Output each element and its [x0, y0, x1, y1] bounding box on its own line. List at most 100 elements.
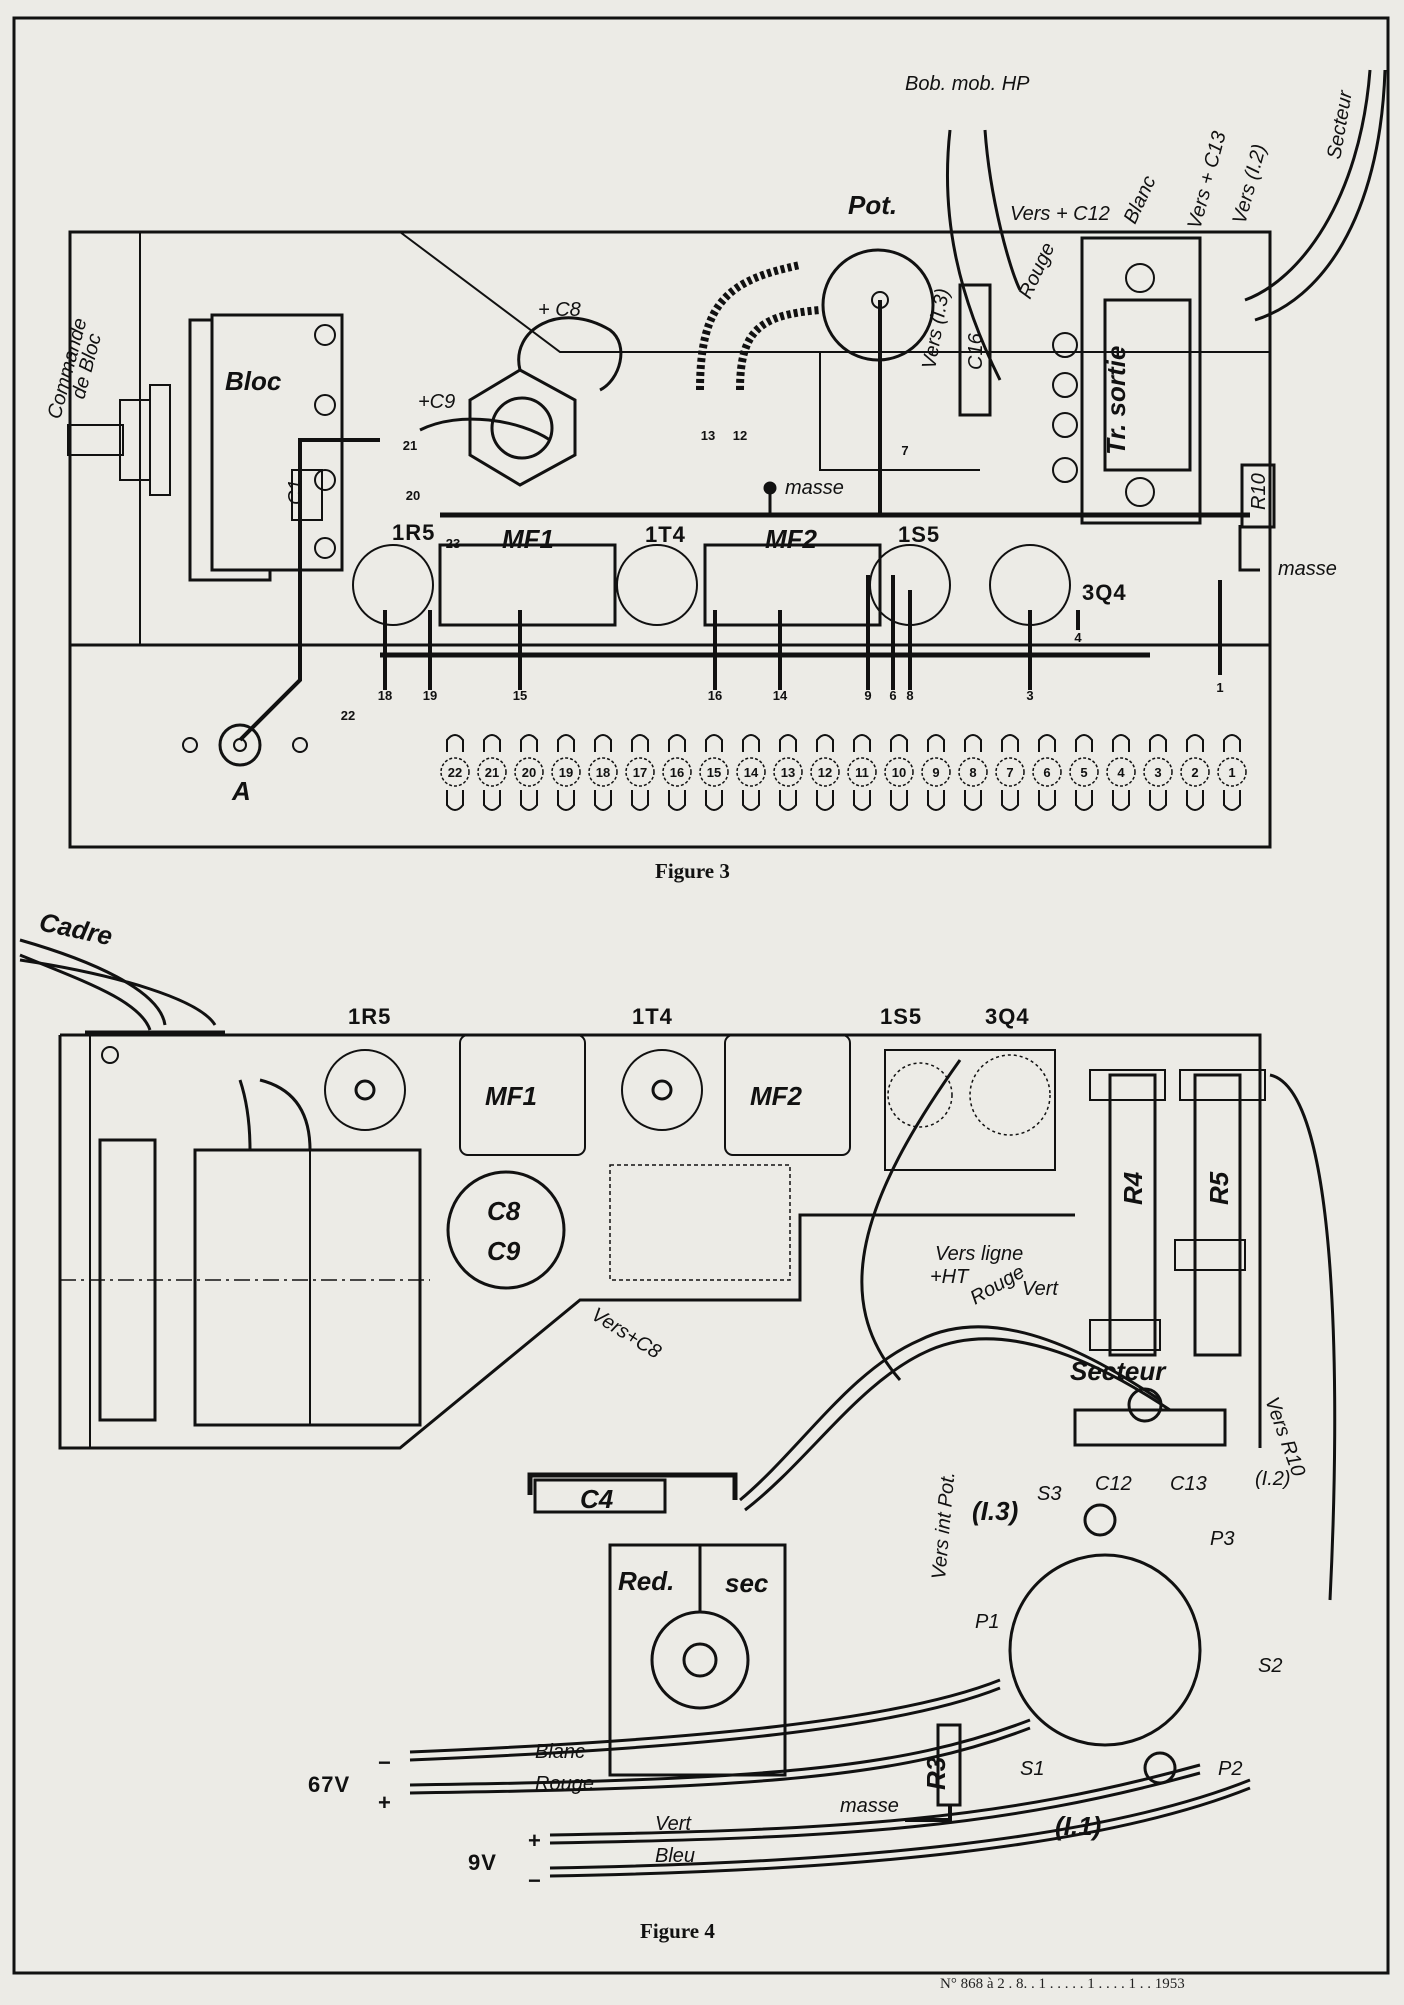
label-tube-3q4-fig4: 3Q4	[985, 1004, 1030, 1029]
pin-label: 16	[708, 688, 722, 703]
label-s3: S3	[1037, 1483, 1061, 1505]
label-vers-c12: Vers + C12	[1010, 203, 1110, 225]
terminal-number: 8	[969, 765, 976, 780]
label-pot: Pot.	[848, 190, 897, 220]
label-vers-i3: Vers (I.3)	[918, 287, 954, 371]
label-9v-minus: −	[528, 1868, 542, 1893]
label-tube-1s5-fig4: 1S5	[880, 1004, 922, 1029]
figure-3	[67, 69, 1387, 849]
terminal-number: 21	[485, 765, 499, 780]
terminal-lug: 22	[440, 734, 470, 811]
pin-label: 9	[864, 688, 871, 703]
mf1-box	[459, 1034, 586, 1156]
label-mf2-fig4: MF2	[750, 1081, 803, 1111]
page-footer: N° 868 à 2 . 8. . 1 . . . . . 1 . . . . …	[940, 1976, 1185, 1992]
terminal-lug: 12	[810, 734, 840, 811]
terminal-lug: 4	[1106, 734, 1136, 811]
label-r5: R5	[1204, 1171, 1234, 1205]
secteur-switch	[1073, 1408, 1227, 1447]
label-vers-c13: Vers + C13	[1184, 129, 1231, 231]
label-s2: S2	[1258, 1655, 1282, 1677]
label-p1: P1	[975, 1611, 999, 1633]
label-67v-plus: +	[378, 1790, 392, 1815]
label-i3: (I.3)	[972, 1496, 1018, 1526]
terminal-lug: 9	[921, 734, 951, 811]
terminal-number: 13	[781, 765, 795, 780]
label-c12: C12	[1095, 1473, 1132, 1495]
pin-label: 4	[1074, 630, 1082, 645]
pin-label: 23	[446, 536, 460, 551]
terminal-number: 7	[1006, 765, 1013, 780]
label-rouge: Rouge	[1015, 239, 1060, 302]
label-i2: (I.2)	[1255, 1468, 1291, 1490]
label-s1: S1	[1020, 1758, 1044, 1780]
terminal-number: 11	[855, 765, 869, 780]
label-tube-1t4-fig4: 1T4	[632, 1004, 673, 1029]
terminal-lug: 5	[1069, 734, 1099, 811]
terminal-lug: 7	[995, 734, 1025, 811]
c16-capacitor	[958, 283, 992, 417]
label-r10: R10	[1248, 473, 1270, 510]
terminal-number: 1	[1228, 765, 1235, 780]
label-9v: 9V	[468, 1850, 497, 1875]
label-c1: C1	[285, 479, 307, 505]
label-red: Red.	[618, 1566, 674, 1596]
label-tube-1r5: 1R5	[392, 520, 435, 545]
r10-resistor	[1240, 463, 1276, 529]
terminal-lug: 8	[958, 734, 988, 811]
label-p2: P2	[1218, 1758, 1242, 1780]
terminal-lug: 16	[662, 734, 692, 811]
label-c4: C4	[580, 1484, 614, 1514]
terminal-lug: 19	[551, 734, 581, 811]
label-tr-sortie: Tr. sortie	[1101, 346, 1131, 455]
label-mf2: MF2	[765, 524, 818, 554]
terminal-a	[218, 723, 262, 767]
wafer-switch	[1008, 1553, 1202, 1747]
label-9v-plus: +	[528, 1828, 542, 1853]
pin-label: 18	[378, 688, 392, 703]
pin-label: 8	[906, 688, 913, 703]
label-rouge-fig4: Rouge	[967, 1261, 1029, 1310]
terminal-number: 12	[818, 765, 832, 780]
pin-label: 13	[701, 428, 715, 443]
label-mf1: MF1	[502, 524, 554, 554]
mf2-box	[724, 1034, 851, 1156]
socket-1t4	[616, 544, 698, 626]
pin-label: 20	[406, 488, 420, 503]
terminal-number: 15	[707, 765, 721, 780]
figure-4-labels: Cadre 1R5 1T4 1S5 3Q4 MF1 MF2 C8 C9 R4 R…	[37, 907, 1309, 1893]
label-c9-fig4: C9	[487, 1236, 521, 1266]
label-c8-fig4: C8	[487, 1196, 521, 1226]
socket-1r5-fig4	[324, 1049, 406, 1131]
c1-capacitor	[291, 469, 323, 521]
label-masse: masse	[785, 477, 844, 499]
label-sec: sec	[725, 1568, 769, 1598]
label-a: A	[231, 776, 251, 806]
pin-label: 1	[1216, 680, 1223, 695]
label-secteur: Secteur	[1323, 88, 1357, 161]
terminal-number: 17	[633, 765, 647, 780]
c8-c9-can-fig4	[446, 1170, 566, 1290]
pin-label: 7	[901, 443, 908, 458]
terminal-number: 16	[670, 765, 684, 780]
label-r3: R3	[921, 1756, 951, 1790]
label-vers-ligne: Vers ligne	[935, 1243, 1023, 1265]
terminal-number: 19	[559, 765, 573, 780]
label-c8: + C8	[538, 299, 581, 321]
terminal-number: 4	[1117, 765, 1125, 780]
label-bloc: Bloc	[225, 366, 282, 396]
tuning-gang-body	[193, 1148, 422, 1427]
terminal-lug: 2	[1180, 734, 1210, 811]
label-blanc: Blanc	[1120, 172, 1161, 227]
label-rouge-lead: Rouge	[535, 1773, 594, 1795]
pin-label: 19	[423, 688, 437, 703]
label-vert-lead: Vert	[655, 1813, 692, 1835]
pin-label: 21	[403, 438, 417, 453]
label-tube-1t4: 1T4	[645, 522, 686, 547]
label-vers-r10: Vers R10	[1260, 1394, 1309, 1479]
label-c9: +C9	[418, 391, 455, 413]
socket-1r5	[352, 544, 434, 626]
label-secteur-fig4: Secteur	[1070, 1356, 1167, 1386]
label-p3: P3	[1210, 1528, 1234, 1550]
